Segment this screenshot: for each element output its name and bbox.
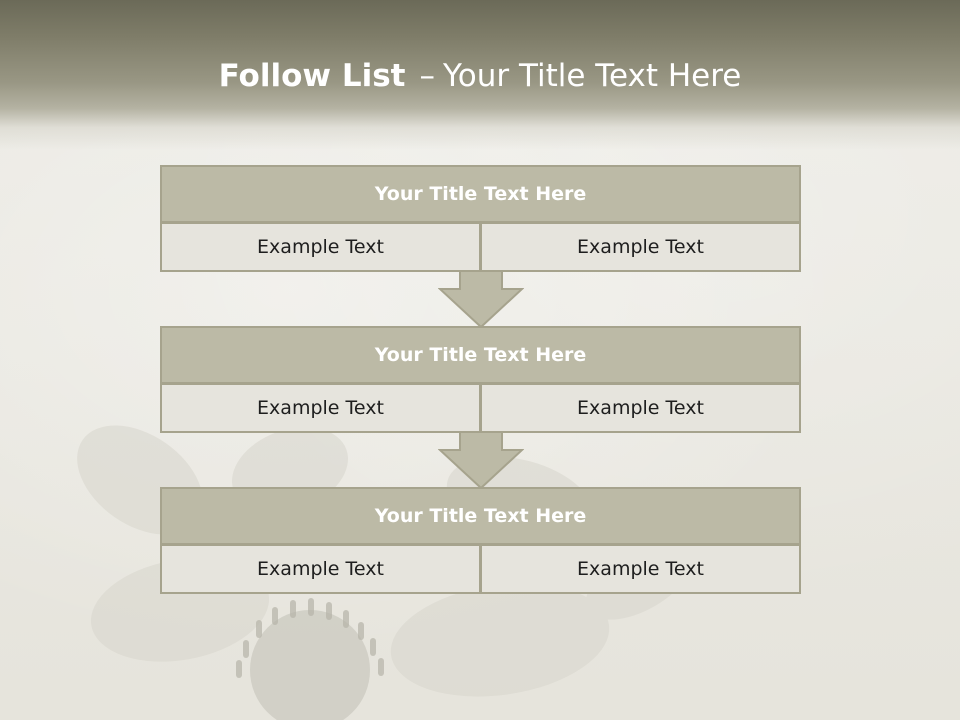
step-title: Your Title Text Here — [160, 165, 801, 223]
step-right-text: Example Text — [480, 383, 801, 433]
step-left-text: Example Text — [160, 544, 481, 594]
step-title: Your Title Text Here — [160, 326, 801, 384]
step-right-text: Example Text — [480, 544, 801, 594]
down-arrow-icon — [438, 271, 524, 329]
title-rest-part: Your Title Text Here — [442, 58, 742, 94]
step-title: Your Title Text Here — [160, 487, 801, 545]
title-bold-part: Follow List — [218, 58, 406, 94]
step-right-text: Example Text — [480, 222, 801, 272]
title-separator: – — [419, 58, 435, 94]
header-band — [0, 0, 960, 150]
step-left-text: Example Text — [160, 383, 481, 433]
down-arrow-icon — [438, 432, 524, 490]
slide-title: Follow List–Your Title Text Here — [0, 56, 960, 96]
step-left-text: Example Text — [160, 222, 481, 272]
